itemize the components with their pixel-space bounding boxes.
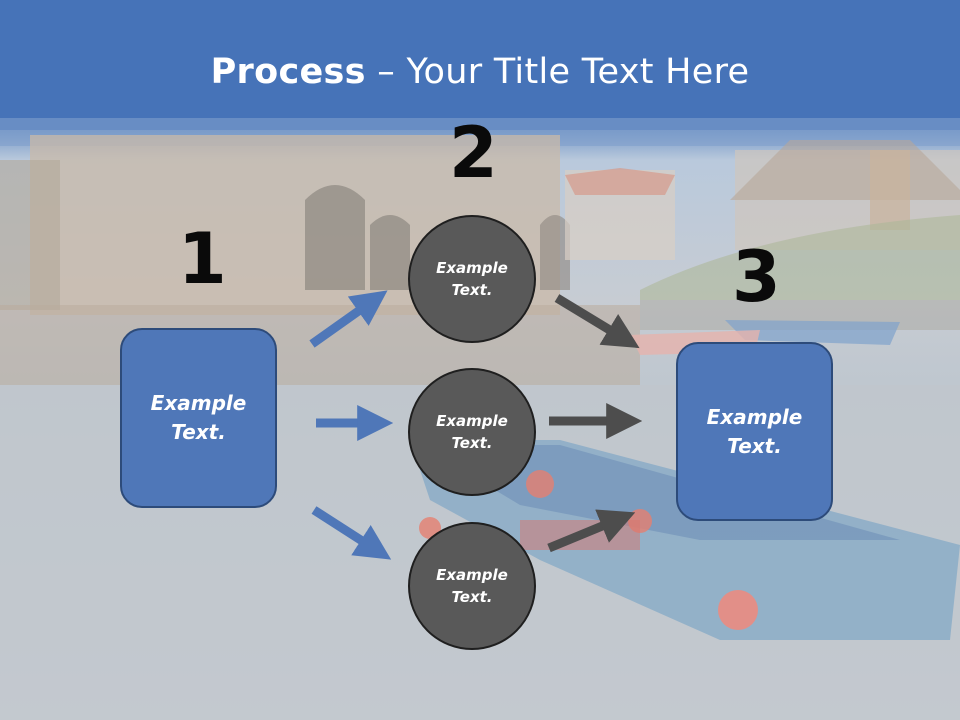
title-bold: Process — [210, 52, 366, 92]
arrow-from-circle-top — [554, 294, 640, 349]
end-box-line1: Example — [706, 404, 803, 429]
title-rest: – Your Title Text Here — [365, 52, 750, 92]
circle-top-line1: Example — [436, 258, 508, 277]
start-box-line1: Example — [150, 391, 247, 415]
circle-middle-line1: Example — [436, 411, 508, 430]
step-number-1: 1 — [178, 218, 227, 300]
arrow-to-circle-bottom — [311, 506, 392, 560]
circle-middle-line2: Text. — [451, 434, 493, 452]
end-box-line2: Text. — [727, 433, 782, 458]
slide-title: Process – Your Title Text Here — [0, 52, 960, 92]
step-number-2: 2 — [449, 112, 498, 194]
circle-top-line2: Text. — [451, 281, 493, 299]
circle-bottom-line1: Example — [436, 565, 508, 584]
step-number-3: 3 — [732, 236, 781, 318]
start-box-line2: Text. — [171, 420, 226, 444]
circle-bottom-line2: Text. — [451, 588, 493, 606]
arrow-to-circle-top — [309, 290, 388, 348]
arrow-from-circle-bottom — [547, 509, 636, 553]
